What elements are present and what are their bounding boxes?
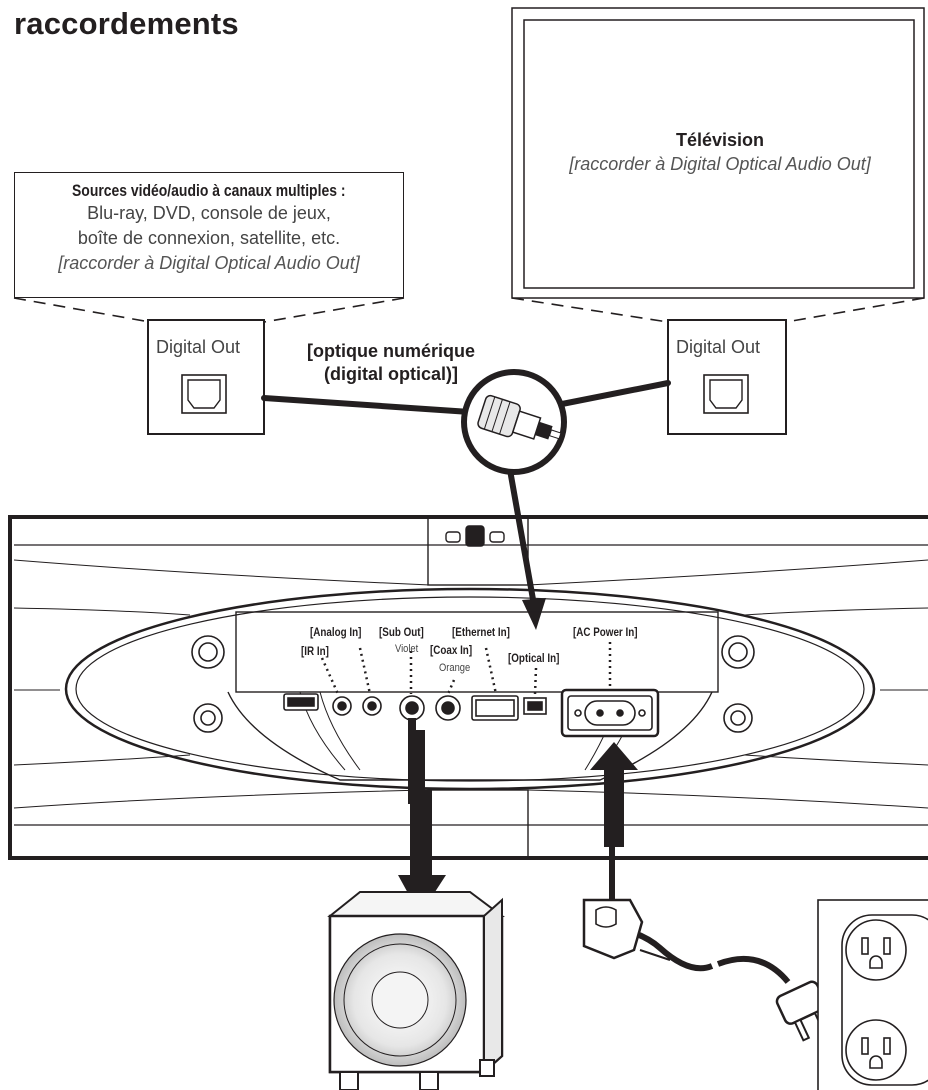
optical-in-label: [Optical In] [508,651,560,665]
orange-label: Orange [439,662,471,674]
power-cord [582,898,831,1042]
dashed-guides [13,297,925,323]
soundbar-unit [8,515,928,860]
source-box-title: Sources vidéo/audio à canaux multiples : [72,181,346,200]
source-box-line2: boîte de connexion, satellite, etc. [77,228,341,248]
analog-in-label: [Analog In] [310,625,362,639]
top-jack-icons [445,525,505,547]
digital-out-left-label: Digital Out [156,337,241,357]
digital-out-right-box [667,319,787,435]
coax-in-label: [Coax In] [430,643,473,657]
sub-out-arrow [398,718,446,915]
digital-out-left-box [147,319,265,435]
rear-ports [283,688,660,738]
optical-label-line1: [optique numérique [307,341,475,361]
subwoofer [327,891,505,1090]
television [511,7,925,299]
violet-label: Violet [395,643,419,655]
cable-arrow-head [522,598,546,630]
digital-out-right-label: Digital Out [676,337,761,357]
source-box-note: [raccorder à Digital Optical Audio Out] [58,253,360,273]
optical-cable-label: [optique numérique (digital optical)] [296,340,486,386]
ethernet-in-label: [Ethernet In] [452,625,510,639]
ac-power-in-label: [AC Power In] [573,625,638,639]
mounting-screws [191,635,755,733]
sub-out-label: [Sub Out] [379,625,424,639]
port-leader-lines [320,642,612,695]
tv-label: Télévision [raccorder à Digital Optical … [528,128,912,176]
source-devices-box: Sources vidéo/audio à canaux multiples :… [14,172,404,298]
wall-outlet [817,899,928,1090]
page-title: raccordements [14,6,239,41]
power-cord-arrow [590,742,638,900]
optical-cable [261,380,671,608]
source-box-line1: Blu-ray, DVD, console de jeux, [87,203,331,223]
tv-title: Télévision [675,130,765,150]
tv-note: [raccorder à Digital Optical Audio Out] [569,154,871,174]
optical-connector-icon [461,369,567,475]
ir-in-label: [IR In] [301,644,329,658]
optical-label-line2: (digital optical)] [324,364,458,384]
